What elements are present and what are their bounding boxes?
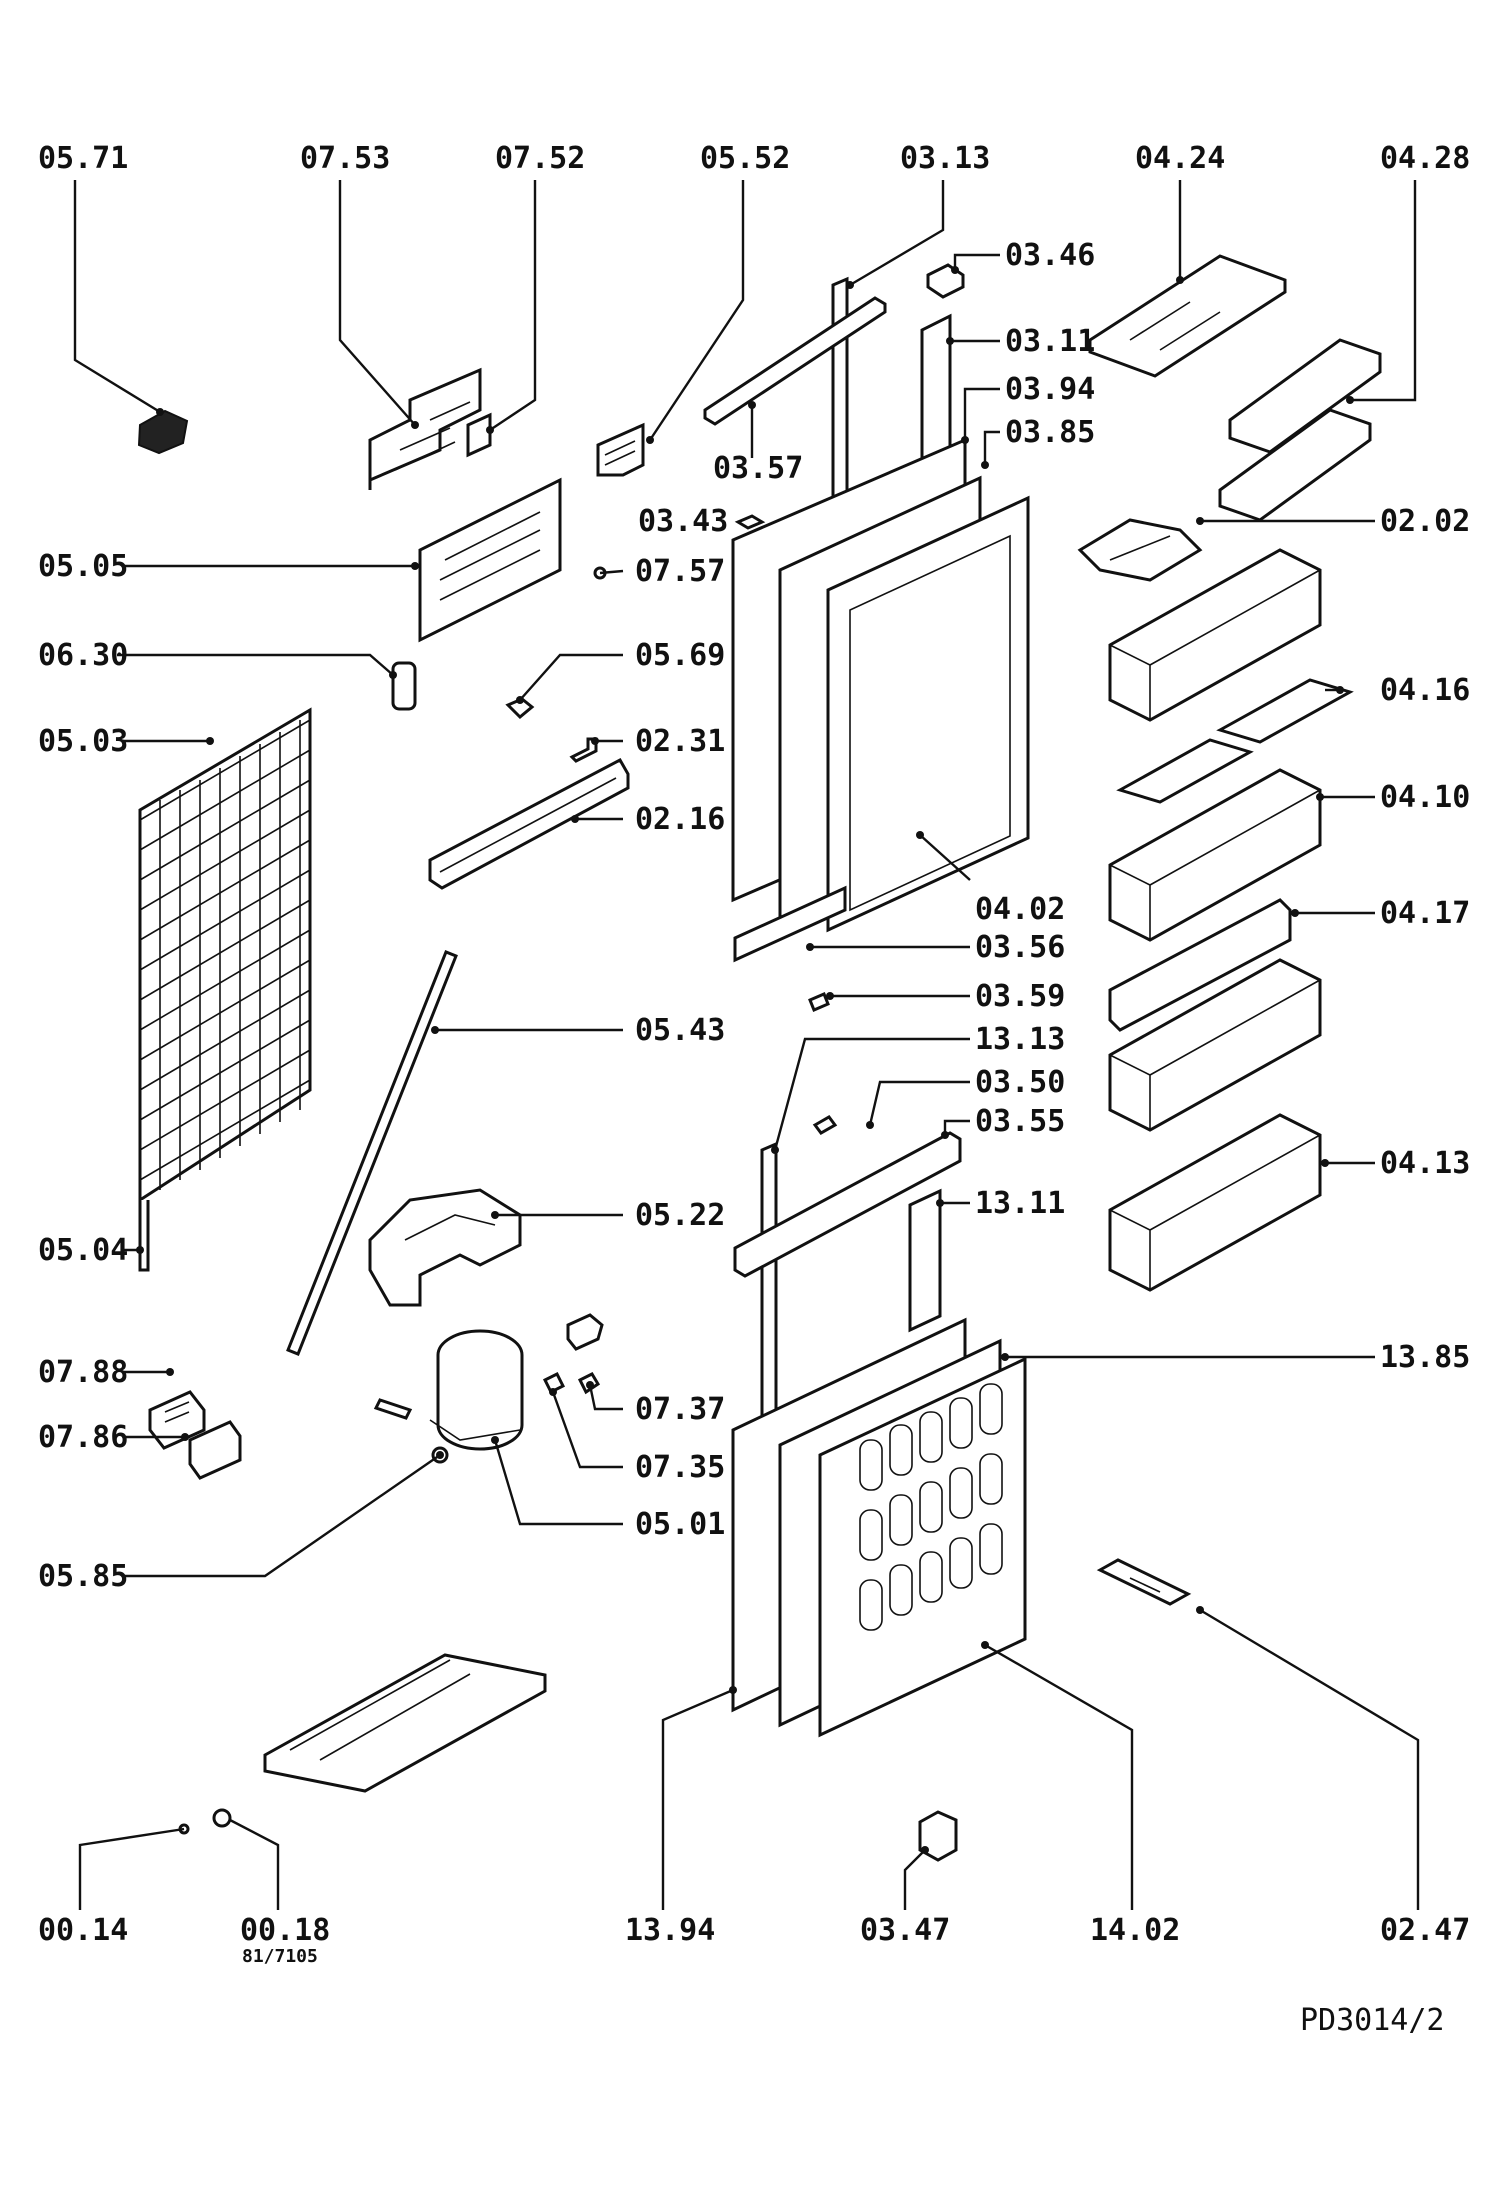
label-06-30: 06.30 <box>38 638 128 673</box>
label-04-10: 04.10 <box>1380 780 1470 815</box>
label-07-53: 07.53 <box>300 141 390 176</box>
label-04-16: 04.16 <box>1380 673 1470 708</box>
label-13-85: 13.85 <box>1380 1340 1470 1375</box>
part-07-52 <box>466 412 492 458</box>
label-05-52: 05.52 <box>700 141 790 176</box>
label-07-57: 07.57 <box>635 554 725 589</box>
part-05-05 <box>418 477 562 643</box>
label-04-24: 04.24 <box>1135 141 1225 176</box>
label-02-02: 02.02 <box>1380 504 1470 539</box>
label-05-22: 05.22 <box>635 1198 725 1233</box>
label-00-18: 00.18 <box>240 1913 330 1948</box>
part-middle-bin <box>1108 958 1322 1132</box>
label-04-13: 04.13 <box>1380 1146 1470 1181</box>
label-05-69: 05.69 <box>635 638 725 673</box>
leader-lines <box>73 180 1420 1910</box>
label-05-43: 05.43 <box>635 1013 725 1048</box>
part-02-16 <box>428 757 630 890</box>
part-base-tray <box>263 1653 547 1793</box>
label-05-01: 05.01 <box>635 1507 725 1542</box>
label-03-50: 03.50 <box>975 1065 1065 1100</box>
part-07-35 <box>542 1371 566 1395</box>
label-03-11: 03.11 <box>1005 324 1095 359</box>
label-07-35: 07.35 <box>635 1450 725 1485</box>
label-00-14: 00.14 <box>38 1913 128 1948</box>
label-02-31: 02.31 <box>635 724 725 759</box>
drawing-code: PD3014/2 <box>1300 2003 1445 2038</box>
label-03-94: 03.94 <box>1005 372 1095 407</box>
label-04-28: 04.28 <box>1380 141 1470 176</box>
label-07-37: 07.37 <box>635 1392 725 1427</box>
label-14-02: 14.02 <box>1090 1913 1180 1948</box>
part-lower-door <box>731 1115 1027 1862</box>
callout-labels: 05.71 07.53 07.52 05.52 03.13 04.24 04.2… <box>38 141 1470 2038</box>
part-04-10-bin <box>1108 768 1322 942</box>
part-04-16-egg-trays <box>1116 678 1354 804</box>
part-04-24-shelf <box>1088 254 1287 378</box>
label-04-17: 04.17 <box>1380 896 1470 931</box>
label-03-57: 03.57 <box>713 451 803 486</box>
label-07-86: 07.86 <box>38 1420 128 1455</box>
label-03-47: 03.47 <box>860 1913 950 1948</box>
label-05-04: 05.04 <box>38 1233 128 1268</box>
part-07-37 <box>566 1313 604 1395</box>
label-05-85: 05.85 <box>38 1559 128 1594</box>
label-07-88: 07.88 <box>38 1355 128 1390</box>
label-13-13: 13.13 <box>975 1022 1065 1057</box>
part-04-28-trays <box>1218 338 1382 522</box>
part-upper-bin-1 <box>1108 548 1322 722</box>
label-02-47: 02.47 <box>1380 1913 1470 1948</box>
label-13-94: 13.94 <box>625 1913 715 1948</box>
label-03-46: 03.46 <box>1005 238 1095 273</box>
label-03-55: 03.55 <box>975 1104 1065 1139</box>
label-03-56: 03.56 <box>975 930 1065 965</box>
label-05-03: 05.03 <box>38 724 128 759</box>
label-05-71: 05.71 <box>38 141 128 176</box>
part-00-18 <box>212 1808 232 1828</box>
part-06-30 <box>391 661 417 711</box>
part-03-43 <box>734 514 766 530</box>
part-02-02 <box>1077 518 1203 582</box>
label-04-02: 04.02 <box>975 892 1065 927</box>
label-02-16: 02.16 <box>635 802 725 837</box>
label-07-52: 07.52 <box>495 141 585 176</box>
part-05-52 <box>596 422 645 477</box>
part-05-01-compressor <box>373 1329 524 1451</box>
part-07-88 <box>148 1390 206 1450</box>
label-05-05: 05.05 <box>38 549 128 584</box>
part-04-13-bin <box>1108 1113 1322 1292</box>
label-00-18-subtext: 81/7105 <box>242 1946 318 1967</box>
label-03-85: 03.85 <box>1005 415 1095 450</box>
part-05-43 <box>286 950 458 1356</box>
label-03-59: 03.59 <box>975 979 1065 1014</box>
part-07-86 <box>188 1420 242 1480</box>
part-05-71 <box>137 409 189 455</box>
part-02-47 <box>1096 1558 1192 1606</box>
part-05-03-condenser <box>138 707 312 1272</box>
parts-drawing <box>137 254 1382 1862</box>
part-05-22 <box>368 1188 522 1307</box>
part-07-53 <box>368 367 482 490</box>
label-03-43: 03.43 <box>638 504 728 539</box>
label-13-11: 13.11 <box>975 1186 1065 1221</box>
label-03-13: 03.13 <box>900 141 990 176</box>
part-04-17 <box>1108 898 1292 1032</box>
